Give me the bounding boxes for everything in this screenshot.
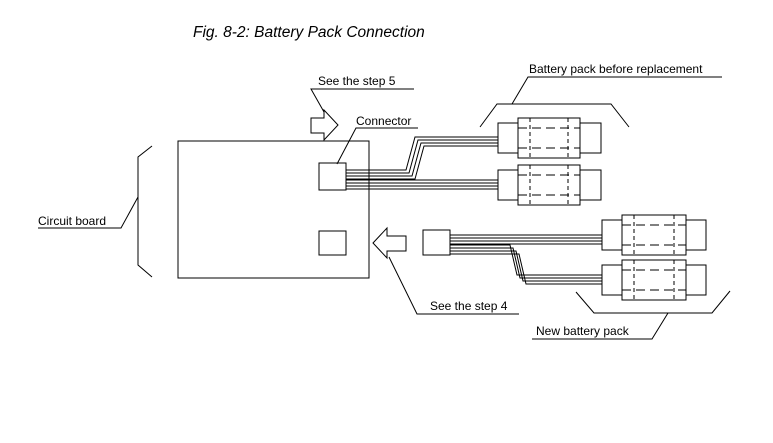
old-battery-cell-1: [497, 117, 602, 159]
circuit-board-leader: [38, 196, 139, 229]
step5-arrow-icon: [310, 108, 339, 142]
step4-arrow-icon: [372, 226, 407, 260]
old-battery-cell-2: [497, 164, 602, 206]
circuit-board-label: Circuit board: [38, 214, 106, 228]
old-battery-leader: [511, 76, 722, 105]
battery-before-label: Battery pack before replacement: [529, 62, 703, 76]
old-battery-bracket: [479, 103, 630, 128]
new-battery-bracket: [575, 290, 731, 314]
new-battery-wires: [450, 234, 602, 285]
board-connector-upper: [318, 162, 347, 191]
figure-title: Fig. 8-2: Battery Pack Connection: [193, 24, 425, 41]
new-battery-cell-1: [601, 214, 707, 256]
old-battery-wires: [346, 136, 498, 190]
circuit-board-brace: [137, 145, 153, 278]
new-battery-leader: [532, 312, 669, 340]
circuit-board: [177, 140, 370, 279]
board-connector-lower: [318, 230, 347, 256]
new-battery-connector: [422, 229, 451, 256]
step5-leader: [310, 88, 414, 113]
see-step-4-label: See the step 4: [430, 299, 508, 313]
new-battery-cell-2: [601, 259, 707, 301]
see-step-5-label: See the step 5: [318, 74, 396, 88]
connector-leader: [336, 127, 418, 165]
new-battery-label: New battery pack: [536, 324, 630, 338]
connector-label: Connector: [356, 114, 411, 128]
step4-leader: [388, 256, 519, 315]
